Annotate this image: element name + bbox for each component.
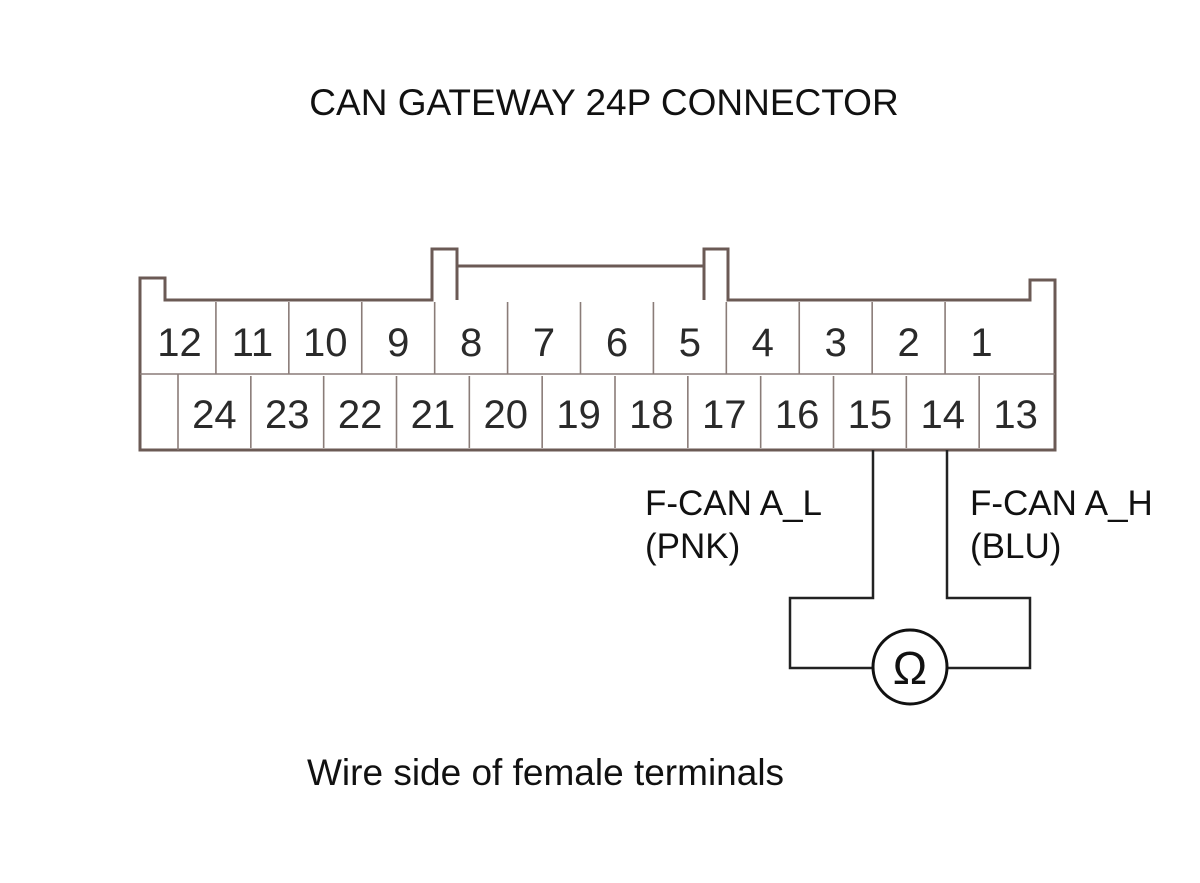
terminal-13: 13	[978, 376, 1038, 448]
terminal-7: 7	[506, 302, 555, 374]
terminal-number: 24	[192, 393, 237, 437]
terminal-number: 19	[556, 393, 601, 437]
terminal-22: 22	[322, 376, 383, 448]
wire-label-left-color: (PNK)	[645, 527, 740, 566]
terminal-5: 5	[652, 302, 701, 374]
terminal-row-bottom: 24 23 22 21 20 19 18 17 16 15 14 13	[192, 376, 1038, 448]
terminal-number: 7	[533, 321, 555, 365]
wire-label-left: F-CAN A_L (PNK)	[645, 484, 822, 566]
terminal-number: 10	[303, 321, 348, 365]
terminal-number: 17	[702, 393, 747, 437]
wire-label-right: F-CAN A_H (BLU)	[970, 484, 1153, 566]
terminal-number: 23	[265, 393, 310, 437]
terminal-16: 16	[759, 376, 820, 448]
terminal-number: 11	[232, 321, 274, 365]
terminal-number: 13	[993, 393, 1038, 437]
terminal-number: 21	[411, 393, 456, 437]
terminal-6: 6	[579, 302, 628, 374]
terminal-number: 16	[775, 393, 820, 437]
terminal-number: 2	[898, 321, 920, 365]
terminal-number: 15	[848, 393, 893, 437]
terminal-number: 1	[970, 321, 992, 365]
terminal-21: 21	[395, 376, 456, 448]
terminal-23: 23	[250, 376, 310, 448]
wire-label-left-name: F-CAN A_L	[645, 484, 822, 523]
wire-label-right-color: (BLU)	[970, 527, 1061, 566]
terminal-1: 1	[944, 302, 993, 374]
wire-label-right-name: F-CAN A_H	[970, 484, 1153, 523]
terminal-number: 20	[484, 393, 529, 437]
terminal-number: 8	[460, 321, 482, 365]
terminal-19: 19	[541, 376, 601, 448]
terminal-8: 8	[433, 302, 482, 374]
terminal-2: 2	[871, 302, 920, 374]
wire-f-can-a-l	[788, 450, 875, 670]
diagram-title: CAN GATEWAY 24P CONNECTOR	[309, 82, 898, 123]
terminal-number: 4	[752, 321, 774, 365]
terminal-number: 14	[921, 393, 966, 437]
terminal-number: 6	[606, 321, 628, 365]
diagram-caption: Wire side of female terminals	[307, 752, 784, 793]
terminal-number: 9	[387, 321, 409, 365]
terminal-number: 3	[825, 321, 847, 365]
terminal-row-top: 12 11 10 9 8 7 6 5 4 3 2 1	[157, 302, 993, 374]
ohmmeter-icon: Ω	[871, 628, 949, 706]
terminal-number: 12	[157, 321, 202, 365]
terminal-3: 3	[798, 302, 847, 374]
terminal-number: 22	[338, 393, 383, 437]
terminal-9: 9	[360, 302, 409, 374]
wire-f-can-a-h	[945, 450, 1032, 670]
ohm-symbol: Ω	[893, 642, 927, 694]
terminal-20: 20	[468, 376, 529, 448]
terminal-17: 17	[687, 376, 747, 448]
terminal-number: 5	[679, 321, 701, 365]
connector-housing	[138, 247, 1057, 452]
terminal-10: 10	[288, 302, 348, 374]
terminal-24: 24	[192, 393, 237, 437]
terminal-4: 4	[725, 302, 774, 374]
terminal-18: 18	[614, 376, 674, 448]
terminal-12: 12	[157, 321, 202, 365]
terminal-number: 18	[629, 393, 674, 437]
terminal-11: 11	[215, 302, 274, 374]
terminal-15: 15	[832, 376, 893, 448]
terminal-14: 14	[905, 376, 966, 448]
wiring	[788, 450, 1032, 670]
